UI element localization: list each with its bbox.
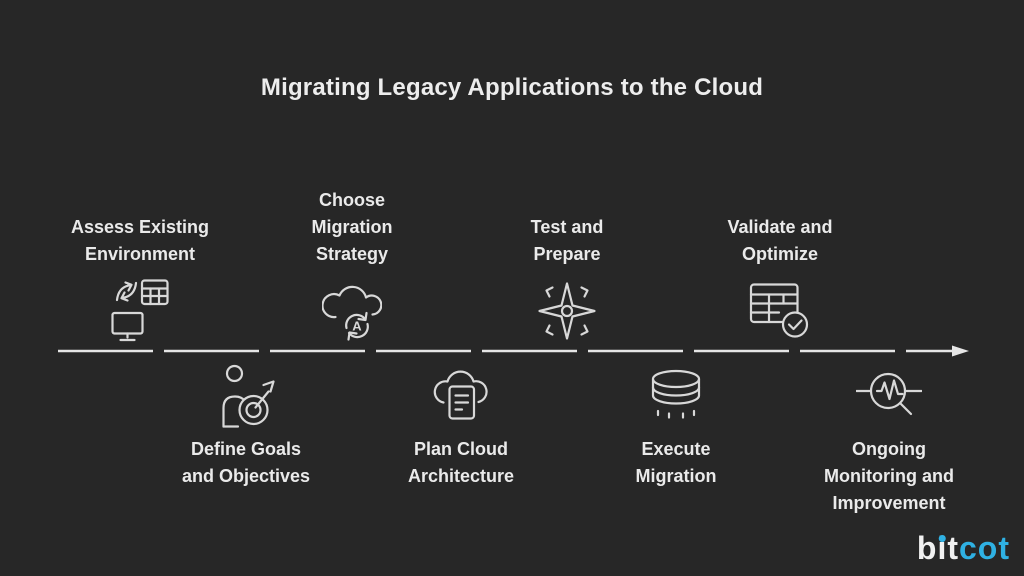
- cloud-refresh-icon: A: [322, 278, 382, 344]
- migration-strategy-letter: A: [352, 319, 362, 334]
- page-title: Migrating Legacy Applications to the Clo…: [260, 74, 764, 101]
- step-label: Choose Migration Strategy: [311, 190, 393, 264]
- step-execute-migration: Execute Migration: [566, 362, 786, 490]
- step-label: Define Goals and Objectives: [181, 439, 311, 486]
- timeline: [58, 345, 969, 357]
- step-label: Plan Cloud Architecture: [407, 439, 515, 486]
- step-test-and-prepare: Test and Prepare: [467, 214, 667, 344]
- step-label: Execute Migration: [635, 439, 717, 486]
- step-validate-and-optimize: Validate and Optimize: [680, 214, 880, 344]
- step-label: Test and Prepare: [530, 217, 604, 264]
- step-assess-existing-environment: Assess Existing Environment: [30, 214, 250, 344]
- logo-letter-i: i: [937, 530, 948, 566]
- logo-letter-b: b: [916, 530, 938, 566]
- logo-letter-t: t: [947, 530, 959, 566]
- step-label: Validate and Optimize: [727, 217, 833, 264]
- compass-star-icon: [537, 278, 597, 344]
- timeline-arrow-icon: [952, 345, 969, 357]
- step-choose-migration-strategy: Choose Migration Strategy A: [252, 187, 452, 344]
- step-define-goals-and-objectives: Define Goals and Objectives: [136, 362, 356, 490]
- person-target-icon: [217, 362, 275, 430]
- magnifier-pulse-icon: [856, 362, 922, 430]
- step-plan-cloud-architecture: Plan Cloud Architecture: [351, 362, 571, 490]
- computer-data-transfer-icon: [111, 278, 169, 344]
- step-label: Ongoing Monitoring and Improvement: [824, 439, 954, 513]
- table-check-icon: [749, 278, 811, 344]
- database-migration-icon: [650, 362, 702, 430]
- bitcot-logo: bitcot: [917, 532, 1010, 564]
- cloud-document-icon: [432, 362, 490, 430]
- step-ongoing-monitoring-and-improvement: Ongoing Monitoring and Improvement: [779, 362, 999, 517]
- logo-text-accent: cot: [959, 530, 1010, 566]
- step-label: Assess Existing Environment: [70, 217, 210, 264]
